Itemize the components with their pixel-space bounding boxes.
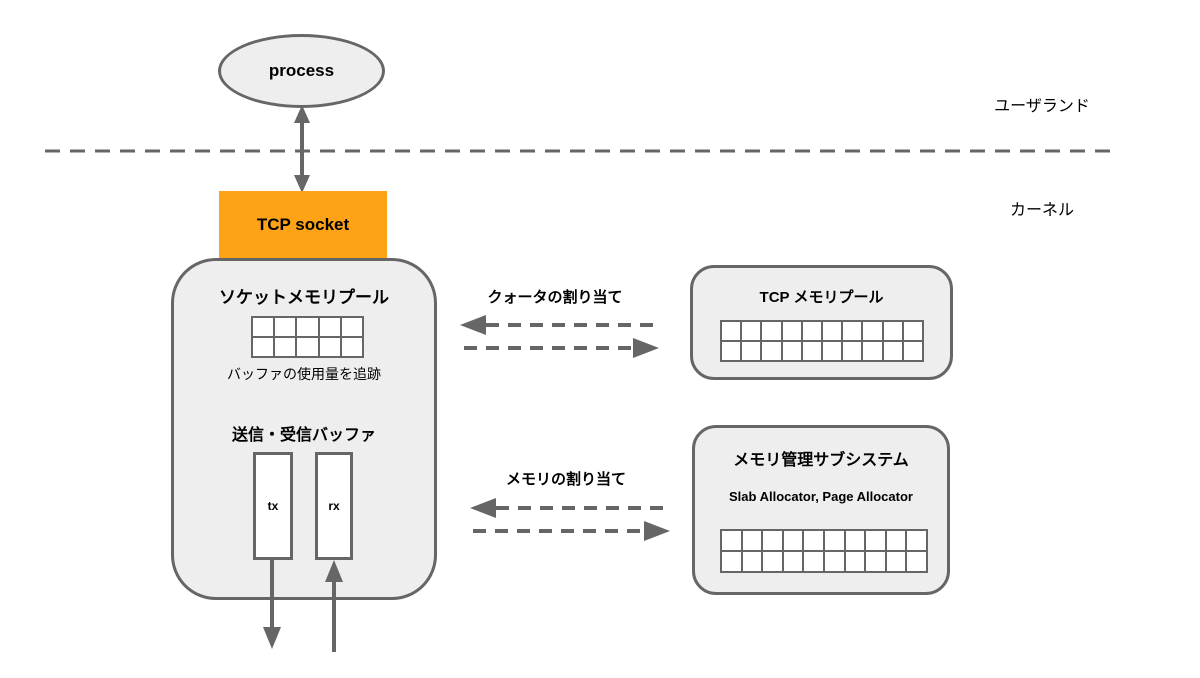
- memory-subsystem-grid: [720, 529, 928, 573]
- memory-subsystem-title: メモリ管理サブシステム: [733, 452, 909, 469]
- memory-cell: [845, 552, 865, 571]
- memory-subsystem-subtitle: Slab Allocator, Page Allocator: [729, 489, 913, 504]
- memory-cell: [782, 322, 801, 340]
- memory-cell: [843, 342, 862, 360]
- memory-cell: [275, 338, 296, 356]
- memory-cell: [763, 531, 782, 550]
- tcp-socket-node: TCP socket: [219, 191, 387, 258]
- memory-cell: [297, 318, 318, 336]
- memory-cell: [722, 552, 741, 571]
- memory-cell: [825, 552, 844, 571]
- memory-cell: [783, 531, 803, 550]
- send-receive-buffers-title: 送信・受信バッファ: [231, 427, 376, 444]
- quota-arrow-left: [460, 315, 660, 335]
- memory-cell: [883, 342, 902, 360]
- memory-cell: [845, 531, 865, 550]
- memory-cell: [253, 318, 274, 336]
- tx-buffer-node: tx: [253, 452, 293, 560]
- memory-cell: [341, 338, 362, 356]
- socket-pool-memory-grid: [251, 316, 364, 358]
- memory-cell: [275, 318, 296, 336]
- memory-cell: [319, 318, 340, 336]
- memory-cell: [825, 531, 844, 550]
- memory-cell: [866, 531, 885, 550]
- memory-allocation-label: メモリの割り当て: [505, 471, 626, 488]
- memory-cell: [783, 552, 803, 571]
- memory-cell: [903, 342, 922, 360]
- process-node-label: process: [268, 61, 335, 80]
- userland-region-label: ユーザランド: [994, 98, 1090, 115]
- memory-cell: [866, 552, 885, 571]
- memory-cell: [762, 342, 781, 360]
- memory-cell: [319, 338, 340, 356]
- memory-cell: [883, 322, 902, 340]
- memory-cell: [823, 342, 842, 360]
- memory-cell: [886, 552, 906, 571]
- memory-cell: [863, 342, 882, 360]
- memory-cell: [903, 322, 922, 340]
- socket-pool-title: ソケットメモリプール: [219, 288, 389, 307]
- memory-cell: [782, 342, 801, 360]
- tcp-socket-label: TCP socket: [256, 214, 350, 234]
- memory-cell: [804, 531, 823, 550]
- memory-cell: [802, 342, 821, 360]
- memory-cell: [297, 338, 318, 356]
- memory-arrow-right: [473, 521, 670, 541]
- process-socket-arrow: [294, 105, 310, 193]
- rx-buffer-label: rx: [328, 499, 340, 513]
- memory-cell: [886, 531, 906, 550]
- memory-cell: [722, 342, 741, 360]
- memory-cell: [823, 322, 842, 340]
- quota-allocation-label: クォータの割り当て: [487, 289, 623, 306]
- socket-pool-subtitle: バッファの使用量を追跡: [227, 366, 381, 382]
- memory-arrow-left: [470, 498, 672, 518]
- memory-cell: [722, 531, 741, 550]
- process-node: process: [218, 34, 385, 108]
- memory-cell: [742, 342, 761, 360]
- memory-cell: [742, 552, 762, 571]
- socket-memory-pool-container: [171, 258, 437, 600]
- memory-cell: [804, 552, 823, 571]
- memory-cell: [762, 322, 781, 340]
- memory-cell: [742, 322, 761, 340]
- tx-buffer-label: tx: [267, 499, 279, 513]
- memory-cell: [763, 552, 782, 571]
- memory-cell: [907, 531, 926, 550]
- tcp-memory-pool-title: TCP メモリプール: [759, 289, 884, 306]
- memory-cell: [722, 322, 741, 340]
- rx-buffer-node: rx: [315, 452, 353, 560]
- kernel-region-label: カーネル: [1009, 202, 1074, 219]
- memory-cell: [907, 552, 926, 571]
- memory-cell: [253, 338, 274, 356]
- memory-cell: [742, 531, 762, 550]
- memory-cell: [863, 322, 882, 340]
- quota-arrow-right: [464, 338, 659, 358]
- memory-cell: [843, 322, 862, 340]
- memory-cell: [802, 322, 821, 340]
- memory-cell: [341, 318, 362, 336]
- tcp-pool-memory-grid: [720, 320, 924, 362]
